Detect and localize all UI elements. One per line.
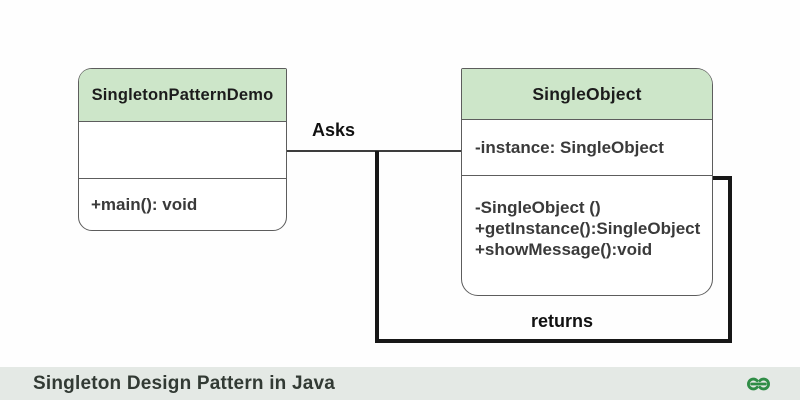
returns-label: returns — [531, 311, 594, 331]
attributes-section-empty — [79, 122, 286, 179]
method-row: +showMessage():void — [475, 240, 653, 259]
attributes-section: -instance: SingleObject — [462, 120, 712, 176]
footer-title: Singleton Design Pattern in Java — [33, 372, 336, 394]
attribute-row: -instance: SingleObject — [475, 137, 664, 157]
footer-bar: Singleton Design Pattern in Java — [0, 367, 800, 400]
returns-path-stub — [713, 176, 732, 180]
method-row: +getInstance():SingleObject — [475, 219, 701, 238]
class-header: SingleObject — [462, 69, 712, 120]
returns-path-bottom-segment — [375, 339, 732, 343]
method-row: +main(): void — [91, 194, 198, 214]
asks-association-line — [287, 150, 461, 152]
methods-section: -SingleObject () +getInstance():SingleOb… — [462, 176, 712, 295]
class-box-singletonpatterndemo: SingletonPatternDemo +main(): void — [78, 68, 287, 231]
method-row: -SingleObject () — [475, 198, 601, 217]
geeksforgeeks-logo-icon — [745, 375, 772, 392]
class-box-singleobject: SingleObject -instance: SingleObject -Si… — [461, 68, 713, 296]
class-name: SingletonPatternDemo — [91, 85, 274, 104]
class-name: SingleObject — [532, 83, 642, 104]
returns-path-right-segment — [728, 176, 732, 343]
returns-path-left-segment — [375, 151, 379, 343]
methods-section: +main(): void — [79, 179, 286, 230]
class-header: SingletonPatternDemo — [79, 69, 286, 122]
asks-label: Asks — [312, 120, 356, 140]
